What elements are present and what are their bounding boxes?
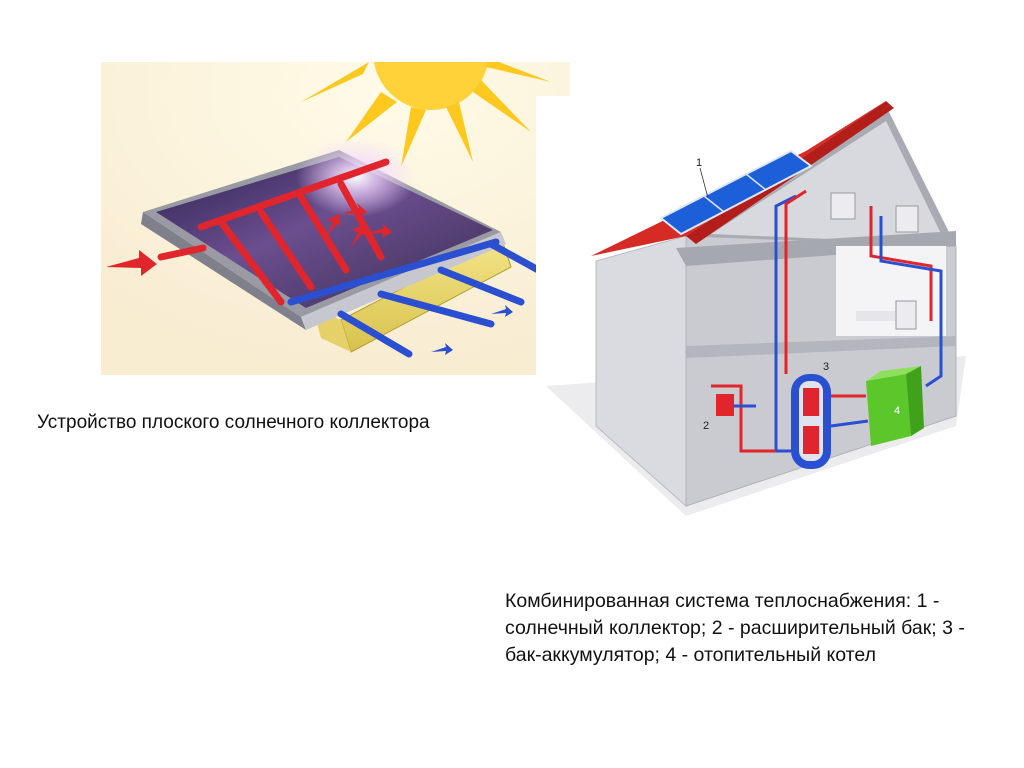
roof-solar-collector: [659, 149, 813, 236]
label-expansion-tank: 2: [703, 420, 709, 432]
label-storage-tank: 3: [823, 361, 829, 373]
collector-caption: Устройство плоского солнечного коллектор…: [37, 412, 430, 433]
label-collector: 1: [696, 157, 702, 169]
house-caption: Комбинированная система теплоснабжения: …: [505, 590, 965, 666]
boiler: [866, 366, 924, 446]
collector-drawing: [101, 0, 570, 375]
hot-pipes: [157, 158, 390, 306]
combined-heating-house-illustration: 1 3 2 4: [536, 96, 976, 520]
flow-arrows-icon: [326, 203, 392, 247]
label-boiler: 4: [894, 405, 900, 417]
outlet-arrow-icon: [106, 250, 157, 276]
storage-tank: [791, 374, 831, 469]
flat-solar-collector-illustration: [101, 0, 570, 375]
house-pipes: [711, 189, 943, 453]
expansion-tank: [716, 394, 734, 416]
house-drawing: 1 3 2 4: [536, 96, 976, 520]
